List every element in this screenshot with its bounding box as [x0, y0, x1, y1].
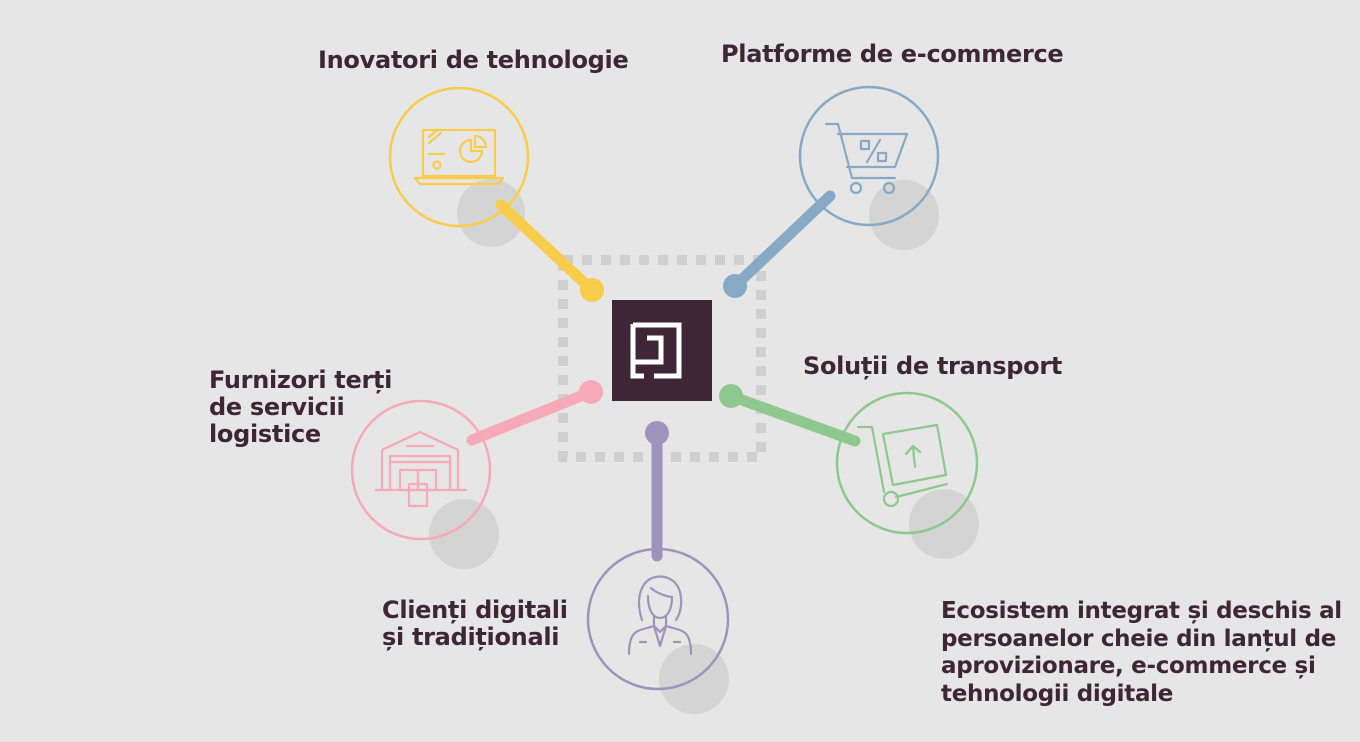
clients-label: Clienți digitali și tradiționali — [382, 596, 568, 651]
woman-avatar-icon — [627, 575, 693, 656]
tech-shadow-disc — [457, 179, 525, 247]
tech-label: Inovatori de tehnologie — [318, 46, 629, 74]
transport-label: Soluții de transport — [803, 352, 1063, 380]
laptop-chart-icon — [413, 128, 505, 186]
shopping-cart-percent-icon — [824, 122, 909, 195]
clients-node-ring — [586, 547, 730, 691]
logistics-node-ring — [350, 399, 492, 541]
transport-shadow-disc — [909, 489, 979, 559]
logistics-shadow-disc — [429, 499, 499, 569]
center-logo-icon — [612, 300, 712, 401]
ecommerce-node-ring — [798, 85, 940, 227]
connector-logistics — [466, 380, 603, 446]
ecosystem-caption: Ecosistem integrat și deschis al persoan… — [941, 598, 1342, 707]
warehouse-icon — [374, 430, 468, 508]
connector-clients — [645, 421, 669, 562]
logistics-label: Furnizori terți de servicii logistice — [209, 366, 393, 448]
tech-node-ring — [388, 86, 530, 228]
connector-tech — [495, 199, 604, 302]
transport-node-ring — [835, 391, 979, 535]
connector-transport — [719, 384, 861, 447]
connector-ecommerce — [723, 190, 836, 298]
ecommerce-label: Platforme de e-commerce — [721, 40, 1064, 68]
hand-truck-box-icon — [856, 423, 949, 508]
